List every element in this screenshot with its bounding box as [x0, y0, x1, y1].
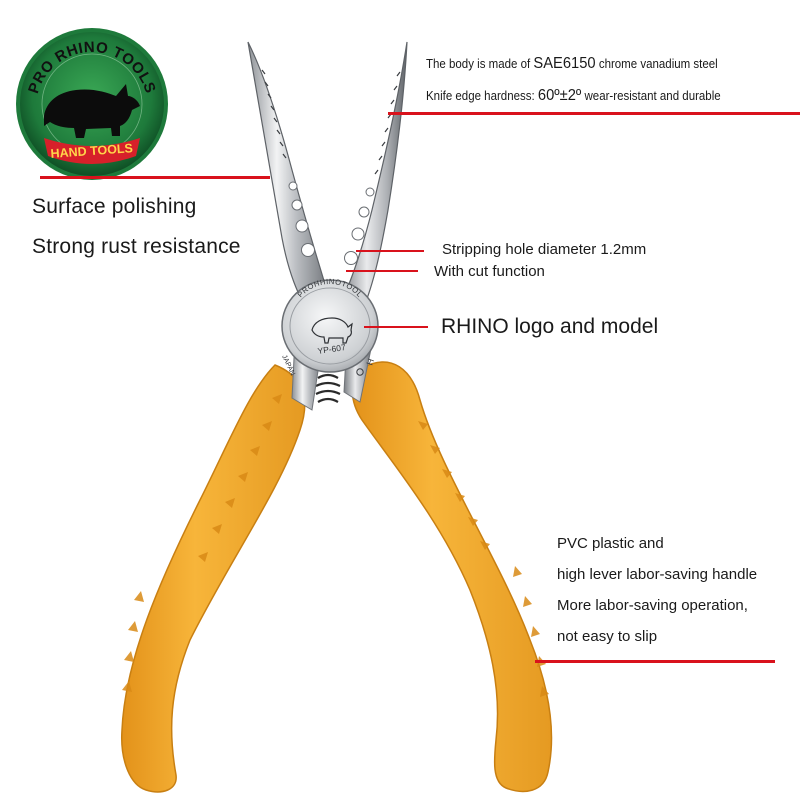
- left-handle-ridges: [122, 394, 282, 692]
- brand-logo: PRO RHINO TOOLS HAND TOOLS: [16, 28, 168, 180]
- neck-stamp-mark-icon: [356, 368, 364, 376]
- feature-logo-model: RHINO logo and model: [441, 315, 659, 338]
- spec-hardness: Knife edge hardness: 60º±2º wear-resista…: [426, 87, 721, 104]
- feature-surface-polishing: Surface polishing: [32, 195, 197, 218]
- left-stripping-notches: [288, 181, 315, 257]
- logo-banner: [44, 138, 140, 164]
- feature-rust-resistance: Strong rust resistance: [32, 235, 241, 258]
- logo-model-callout-line: [364, 326, 428, 328]
- surface-callout-line: [40, 176, 270, 179]
- spring: [315, 373, 341, 403]
- right-handle: [351, 361, 553, 793]
- hardness-callout-line: [388, 112, 800, 115]
- feature-handle-line1: PVC plastic and: [557, 535, 664, 552]
- handle-callout-line: [535, 660, 775, 663]
- stripping-callout-line: [356, 250, 424, 252]
- feature-cut-function: With cut function: [434, 263, 545, 280]
- cut-callout-line: [346, 270, 418, 272]
- spec-material: The body is made of SAE6150 chrome vanad…: [426, 55, 718, 72]
- feature-handle-line2: high lever labor-saving handle: [557, 566, 758, 583]
- left-jaw-serrations: [261, 69, 287, 159]
- right-stripping-notches: [344, 187, 375, 265]
- pivot-rhino-icon: [311, 317, 353, 344]
- right-jaw: [339, 41, 408, 317]
- neck-stamp-h: H: [364, 357, 376, 367]
- rhino-icon: [44, 84, 140, 138]
- feature-stripping-hole: Stripping hole diameter 1.2mm: [442, 241, 647, 258]
- feature-handle-line4: not easy to slip: [557, 628, 658, 645]
- right-jaw-serrations: [374, 71, 401, 175]
- pivot-joint: PROHHINOTOOL YP-607: [281, 277, 379, 373]
- left-handle: [121, 364, 306, 793]
- pivot-stamp-model: YP-607: [317, 342, 347, 356]
- logo-bottom-text: HAND TOOLS: [50, 141, 133, 161]
- feature-handle-line3: More labor-saving operation,: [557, 597, 748, 614]
